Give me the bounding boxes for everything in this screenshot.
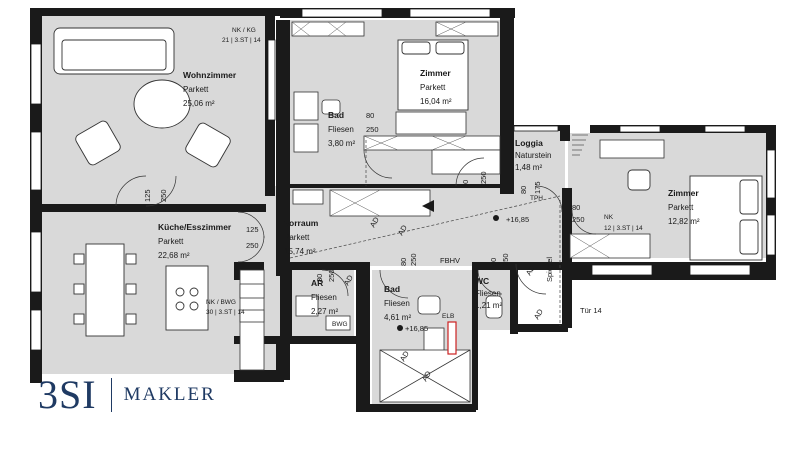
stair-hatch — [572, 134, 588, 156]
room-name: WC — [475, 276, 489, 286]
door-swings — [115, 149, 597, 299]
nk-right-label: NK — [604, 214, 614, 221]
bed-2 — [627, 169, 763, 261]
dim-label: 125 — [143, 189, 152, 202]
bath-2-fixtures — [379, 295, 503, 403]
bwg-label: BWG — [332, 321, 348, 328]
fixture-label: ELB — [442, 313, 454, 320]
room-name: Wohnzimmer — [183, 70, 237, 80]
dim-label: 250 — [246, 241, 259, 250]
elevation-label-1: +16,85 — [506, 215, 529, 224]
dim-label: 80 — [572, 203, 580, 212]
room-kueche-label: Küche/Esszimmer Parkett 22,68 m² — [158, 222, 232, 260]
brand-logo: 3SI MAKLER — [38, 372, 216, 418]
windows — [30, 8, 776, 351]
room-name: AR — [311, 278, 323, 288]
red-marker — [447, 321, 457, 355]
room-wc-label: WC Fliesen 1,21 m² — [475, 276, 502, 310]
door-number-label: Tür 14 — [580, 306, 602, 315]
room-bad2-label: Bad Fliesen 4,61 m² — [384, 284, 411, 322]
dim-label: 250 — [159, 189, 168, 202]
living-room-furniture — [53, 27, 231, 168]
room-area: 22,68 m² — [158, 251, 190, 260]
dim-label: 80 — [519, 186, 528, 194]
room-name: Küche/Esszimmer — [158, 222, 232, 232]
dim-label: 80 — [461, 180, 470, 188]
room-area: 1,48 m² — [515, 163, 542, 172]
dim-label: 125 — [246, 225, 259, 234]
room-area: 12,82 m² — [668, 217, 700, 226]
elevation-label-2: +16,85 — [405, 324, 428, 333]
dashed-lines — [289, 140, 561, 326]
dim-label: 250 — [501, 253, 510, 266]
dim-label: AD — [532, 307, 545, 321]
nk-kg-code: 21 | 3.ST | 14 — [222, 37, 261, 44]
room-floor: Parkett — [420, 83, 446, 92]
room-name: Loggia — [515, 138, 543, 148]
room-area: 4,61 m² — [384, 313, 411, 322]
room-wohnzimmer-label: Wohnzimmer Parkett 25,06 m² — [183, 70, 237, 108]
dim-label: 80 — [366, 111, 374, 120]
dim-label: 80 — [315, 274, 324, 282]
bath-1-fixtures — [293, 91, 341, 153]
room-area: 2,27 m² — [311, 307, 338, 316]
spiegel-label: Spiegel — [545, 257, 554, 282]
room-area: 16,04 m² — [420, 97, 452, 106]
room-name: Zimmer — [668, 188, 699, 198]
nk-right-code: 12 | 3.ST | 14 — [604, 225, 643, 232]
nk-bwg-label: NK / BWG — [206, 299, 236, 306]
room-area: 15,74 m² — [284, 247, 316, 256]
dim-label: 80 — [399, 258, 408, 266]
room-floor: Parkett — [183, 85, 209, 94]
dim-label: 80 — [489, 258, 498, 266]
built-ins — [239, 21, 665, 371]
nk-kg-label: NK / KG — [232, 27, 256, 34]
room-area: 1,21 m² — [475, 301, 502, 310]
fbhv-label: FBHV — [440, 256, 460, 265]
room-floor: Fliesen — [328, 125, 354, 134]
logo-divider — [110, 378, 112, 412]
ar-fixtures — [295, 295, 351, 331]
room-floor: Parkett — [158, 237, 184, 246]
room-name: Vorraum — [284, 218, 319, 228]
dim-label: 250 — [366, 125, 379, 134]
room-bad1-label: Bad Fliesen 3,80 m² — [328, 110, 355, 148]
room-area: 3,80 m² — [328, 139, 355, 148]
room-floor: Parkett — [668, 203, 694, 212]
bed-1 — [397, 39, 469, 111]
logo-mark: 3SI — [38, 372, 97, 417]
room-area: 25,06 m² — [183, 99, 215, 108]
room-loggia-label: Loggia Naturstein 1,48 m² — [515, 138, 551, 172]
nk-bwg-code: 30 | 3.ST | 14 — [206, 309, 245, 316]
dim-label: 250 — [572, 215, 585, 224]
room-floor: Parkett — [284, 233, 310, 242]
room-floor: Fliesen — [311, 293, 337, 302]
room-name: Bad — [328, 110, 344, 120]
tph-label: TPH — [530, 195, 543, 202]
room-name: Zimmer — [420, 68, 451, 78]
built-in-hatch — [291, 21, 611, 259]
room-floor: Fliesen — [384, 299, 410, 308]
elevation-mark-icon — [397, 215, 499, 331]
dim-label: 250 — [327, 269, 336, 282]
entry-arrow-icon — [422, 200, 434, 212]
dim-label: 250 — [479, 171, 488, 184]
dim-label: 175 — [533, 181, 542, 194]
room-zimmer1-label: Zimmer Parkett 16,04 m² — [420, 68, 452, 106]
annotations: NK / KG 21 | 3.ST | 14 NK 12 | 3.ST | 14… — [206, 27, 643, 333]
room-floor: Fliesen — [475, 289, 501, 298]
logo-wordmark: MAKLER — [123, 384, 216, 405]
dining-furniture — [73, 243, 209, 337]
room-ar-label: AR Fliesen 2,27 m² — [311, 278, 338, 316]
room-name: Bad — [384, 284, 400, 294]
room-vorraum-label: Vorraum Parkett 15,74 m² — [284, 218, 319, 256]
dimension-labels: 80 250 125 250 125 250 80 250 80 175 80 … — [143, 111, 585, 383]
dim-label: 250 — [409, 253, 418, 266]
room-zimmer2-label: Zimmer Parkett 12,82 m² — [668, 188, 700, 226]
room-floor: Naturstein — [515, 151, 551, 160]
